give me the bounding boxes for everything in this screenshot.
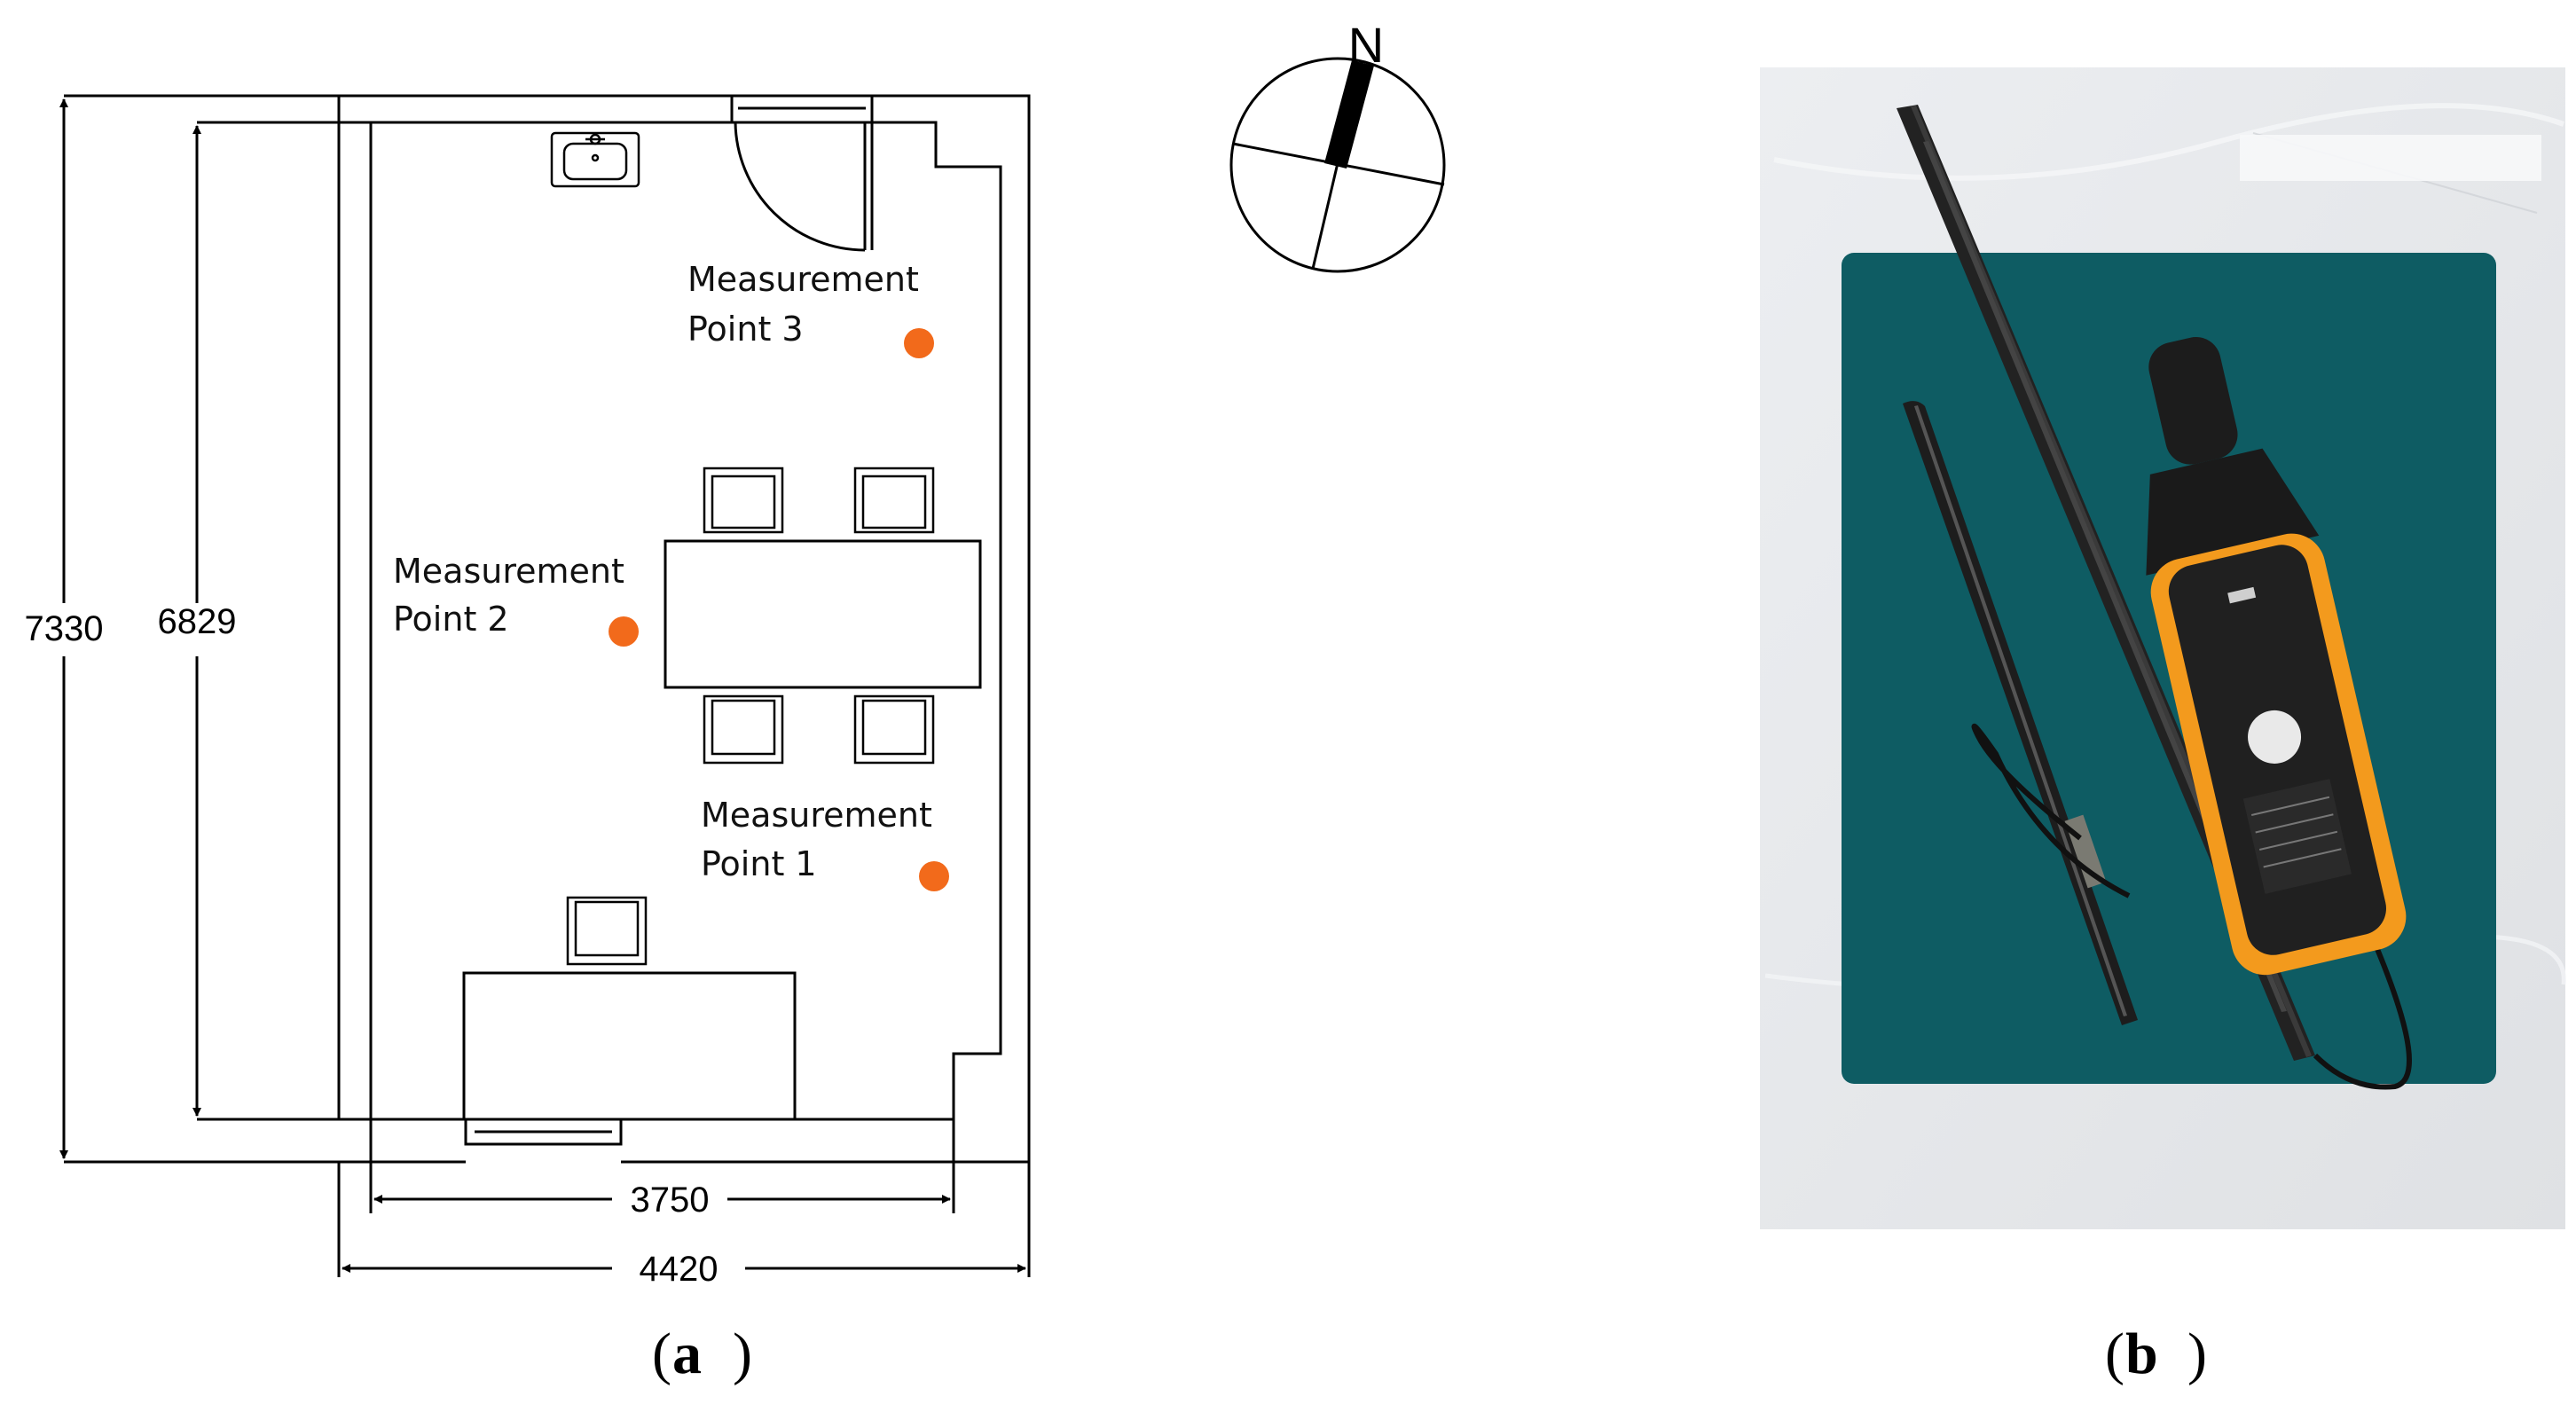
caption-b-open: ( — [2105, 1322, 2124, 1386]
caption-a-close: ) — [733, 1322, 752, 1386]
dimension-total-height: 7330 — [25, 609, 104, 648]
top-window — [730, 94, 874, 124]
chair — [853, 467, 935, 534]
chair — [703, 467, 784, 534]
north-label: N — [1348, 17, 1384, 73]
lanyard-left — [1971, 723, 2131, 898]
sensor-window — [2248, 710, 2302, 764]
measurement-point-2-label-line2: Point 2 — [393, 600, 509, 639]
handheld-meter — [2146, 336, 2407, 976]
device-photo — [1760, 67, 2566, 1229]
caption-a-open: ( — [652, 1322, 671, 1386]
measurement-point-3-label: Measurement — [687, 260, 919, 299]
caption-b-close: ) — [2187, 1322, 2207, 1386]
chair — [566, 896, 648, 966]
chair — [853, 694, 935, 765]
measurement-point-2-marker — [609, 616, 639, 647]
photo-highlight — [2240, 135, 2541, 181]
caption-b: b — [2125, 1322, 2158, 1386]
floor-plan — [337, 94, 1031, 1164]
north-compass: N — [1229, 17, 1446, 273]
measurement-point-1-label: Measurement — [701, 796, 932, 835]
inner-wall — [371, 121, 1002, 1119]
meeting-table — [664, 539, 982, 689]
dimension-total-width: 4420 — [640, 1250, 719, 1289]
chair — [703, 694, 784, 765]
measurement-point-3-label-line2: Point 3 — [687, 310, 804, 349]
desk — [462, 971, 797, 1121]
measurement-point-1-marker — [919, 861, 949, 891]
measurement-point-1-label-line2: Point 1 — [701, 844, 817, 883]
dimension-inner-width: 3750 — [631, 1181, 710, 1220]
sink — [550, 131, 640, 188]
door — [734, 122, 874, 252]
north-needle — [1324, 60, 1374, 169]
caption-a: a — [672, 1322, 702, 1386]
dimension-inner-height: 6829 — [158, 602, 237, 641]
dimension-lines — [59, 94, 1031, 1277]
lanyard-right — [2313, 947, 2412, 1090]
measurement-point-2-label: Measurement — [393, 552, 624, 591]
measurement-point-3-marker — [904, 328, 934, 358]
